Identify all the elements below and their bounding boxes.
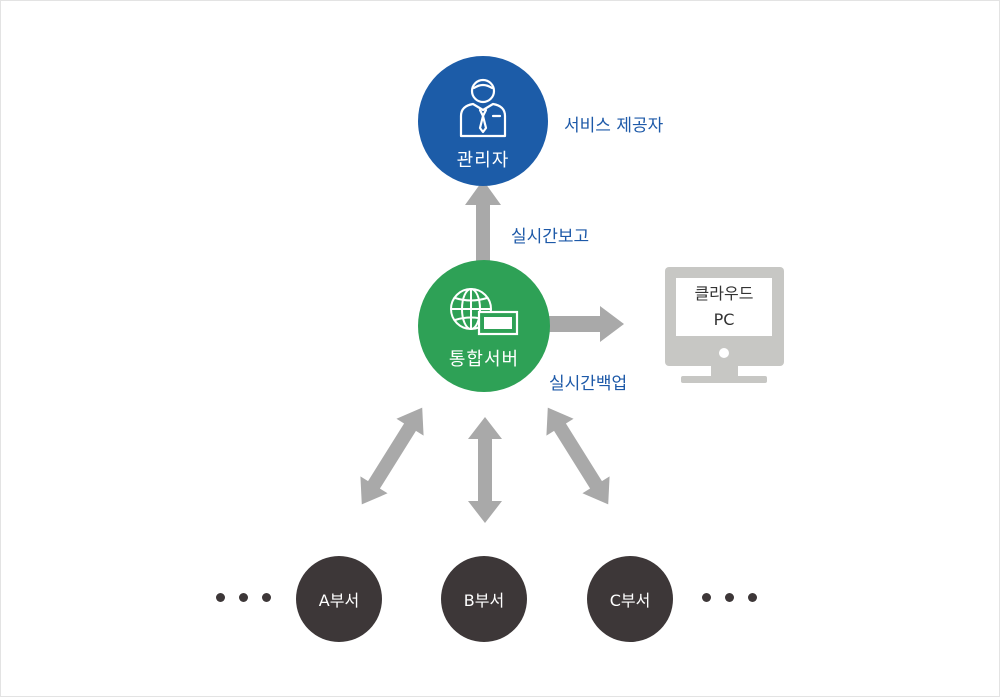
caption-realtime-report: 실시간보고 (511, 227, 590, 247)
dot (725, 593, 734, 602)
arrow-up-to-manager (465, 180, 501, 262)
dot (239, 593, 248, 602)
dept-c-node: C부서 (587, 556, 673, 642)
manager-node: 관리자 (418, 56, 548, 186)
ellipsis-right (702, 593, 757, 602)
globe-server-icon (450, 288, 519, 336)
dot (702, 593, 711, 602)
dept-a-node: A부서 (296, 556, 382, 642)
ellipsis-left (216, 593, 271, 602)
dot (748, 593, 757, 602)
dept-b-node: B부서 (441, 556, 527, 642)
cloud-pc-line2: PC (713, 310, 735, 329)
dot (216, 593, 225, 602)
cloud-pc-label: 클라우드 PC (676, 278, 772, 336)
cloud-pc-line1: 클라우드 (694, 284, 754, 303)
server-node: 통합서버 (418, 260, 550, 392)
caption-realtime-backup: 실시간백업 (549, 374, 628, 394)
person-icon (459, 78, 507, 138)
caption-service-provider: 서비스 제공자 (564, 116, 664, 136)
arrow-right-to-pc (548, 306, 624, 342)
arrow-double-dept-b (468, 417, 502, 523)
server-label: 통합서버 (448, 349, 520, 370)
arrow-double-dept-c (546, 407, 610, 505)
dot (262, 593, 271, 602)
arrow-double-dept-a (360, 407, 424, 505)
manager-label: 관리자 (456, 150, 510, 171)
monitor-icon (665, 267, 784, 383)
